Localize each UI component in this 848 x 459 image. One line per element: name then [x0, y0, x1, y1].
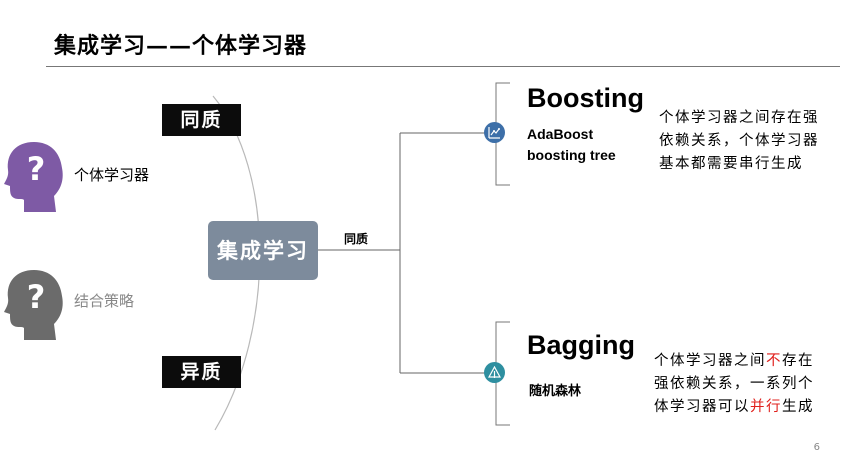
chart-node-icon — [484, 122, 505, 143]
highlight-not: 不 — [766, 353, 782, 369]
center-node: 集成学习 — [208, 221, 318, 280]
boosting-desc-line: 基本都需要串行生成 — [659, 156, 803, 172]
tag-heterogeneous: 异质 — [162, 356, 241, 388]
boosting-desc-line: 依赖关系，个体学习器 — [659, 133, 819, 149]
highlight-parallel: 并行 — [750, 399, 782, 415]
page-title: 集成学习——个体学习器 — [54, 33, 308, 59]
head-question-icon: ? — [4, 270, 63, 340]
boosting-desc-line: 个体学习器之间存在强 — [659, 110, 819, 126]
combination-strategy-label: 结合策略 — [74, 292, 135, 310]
bagging-desc-line: 个体学习器之间不存在 — [654, 353, 814, 369]
boosting-example-tree: boosting tree — [527, 147, 616, 163]
tag-homogeneous: 同质 — [162, 104, 241, 136]
bagging-description: 个体学习器之间不存在 强依赖关系，一系列个 体学习器可以并行生成 — [654, 350, 814, 419]
individual-learner-label: 个体学习器 — [74, 166, 150, 184]
svg-text:?: ? — [27, 150, 46, 188]
bagging-example-random-forest: 随机森林 — [529, 384, 582, 399]
tree-node-icon — [484, 362, 505, 383]
title-divider — [46, 66, 840, 67]
svg-text:?: ? — [27, 278, 46, 316]
boosting-description: 个体学习器之间存在强 依赖关系，个体学习器 基本都需要串行生成 — [659, 107, 819, 176]
head-question-icon: ? — [4, 142, 63, 212]
bagging-title: Bagging — [527, 330, 635, 360]
boosting-title: Boosting — [527, 83, 644, 113]
bagging-desc-line: 强依赖关系，一系列个 — [654, 376, 814, 392]
edge-label-homogeneous: 同质 — [344, 232, 369, 246]
bagging-desc-line: 体学习器可以并行生成 — [654, 399, 814, 415]
page-number: 6 — [813, 442, 820, 453]
boosting-example-adaboost: AdaBoost — [527, 126, 594, 142]
